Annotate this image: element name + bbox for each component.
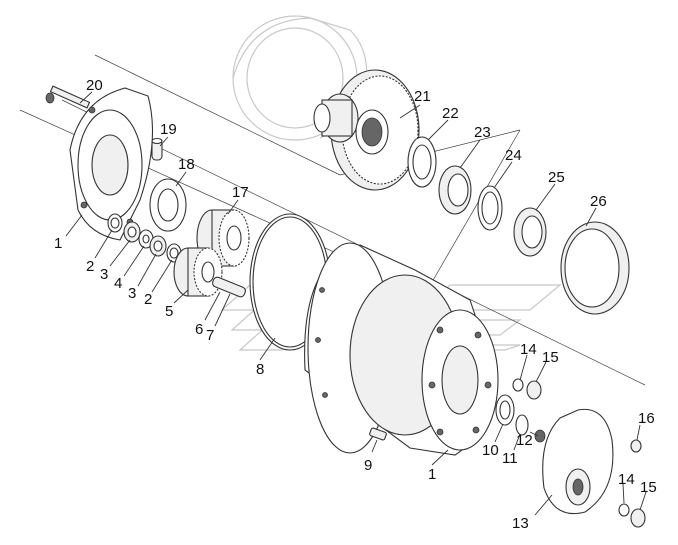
callout-2-right: 2 [144, 291, 152, 308]
callout-12: 12 [516, 432, 533, 449]
callout-5: 5 [165, 303, 173, 320]
part-13-cover [542, 408, 614, 515]
callout-1-carrier: 1 [54, 235, 62, 252]
callout-19: 19 [160, 121, 177, 138]
part-9-bolt [369, 427, 387, 441]
callout-26: 26 [590, 193, 607, 210]
part-21-gear-hub [313, 69, 420, 191]
callout-15-lower: 15 [640, 479, 657, 496]
callout-7: 7 [206, 327, 214, 344]
part-25-nut [513, 207, 547, 257]
part-24-lock-washer [477, 185, 503, 231]
callout-9: 9 [364, 457, 372, 474]
part-26-seal-ring [560, 221, 630, 315]
callout-10: 10 [482, 442, 499, 459]
leader-lines [65, 91, 647, 516]
callout-labels: 20 19 18 17 1 2 3 4 3 2 5 6 7 8 21 22 23… [54, 77, 657, 532]
callout-18: 18 [178, 156, 195, 173]
callout-14-upper: 14 [520, 341, 537, 358]
callout-15-upper: 15 [542, 349, 559, 366]
part-23-bearing [438, 165, 472, 215]
callout-13: 13 [512, 515, 529, 532]
callout-6: 6 [195, 321, 203, 338]
callout-14-lower: 14 [618, 471, 635, 488]
part-5-planet-gear [173, 247, 223, 297]
part-6-shaft [212, 276, 246, 298]
part-19-pin [151, 137, 163, 161]
callout-23: 23 [474, 124, 491, 141]
part-22-washer [407, 136, 437, 188]
callout-22: 22 [442, 105, 459, 122]
callout-17: 17 [232, 184, 249, 201]
callout-20: 20 [86, 77, 103, 94]
parts-10-11-12 [495, 394, 546, 443]
callout-1-housing: 1 [428, 466, 436, 483]
part-18-washer [149, 178, 187, 232]
callout-3-right: 3 [128, 285, 136, 302]
callout-4: 4 [114, 275, 122, 292]
callout-21: 21 [414, 88, 431, 105]
callout-8: 8 [256, 361, 264, 378]
part-1-planet-carrier [69, 87, 154, 241]
callout-11: 11 [502, 450, 518, 467]
part-16-screw [630, 439, 642, 453]
part-20-bolt [45, 85, 91, 109]
parts-14-15-upper [512, 378, 542, 400]
callout-2-left: 2 [86, 258, 94, 275]
callout-25: 25 [548, 169, 565, 186]
callout-24: 24 [505, 147, 522, 164]
part-1-wheel-hub-housing [304, 242, 499, 456]
bearing-stack [107, 213, 182, 263]
callout-16: 16 [638, 410, 655, 427]
callout-3-left: 3 [100, 266, 108, 283]
parts-14-15-lower [618, 503, 646, 528]
